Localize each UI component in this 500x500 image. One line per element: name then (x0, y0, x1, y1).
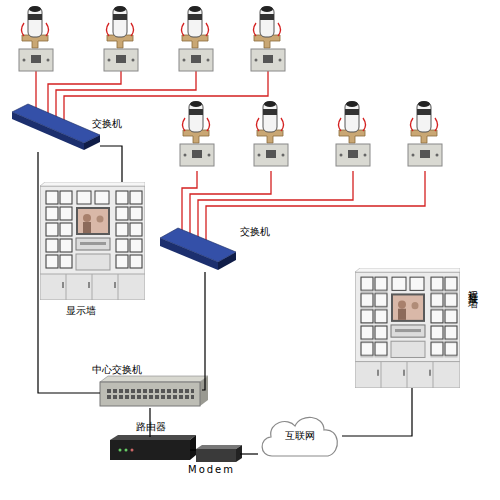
device-label: 交换机 (240, 226, 270, 238)
device-label: 中心交换机 (92, 364, 142, 376)
display-wall: 显示墙 (40, 182, 145, 300)
device-label: 交换机 (92, 118, 122, 130)
ip-camera (254, 101, 288, 166)
core-switch: 中心交换机 (100, 382, 202, 408)
ip-camera (180, 101, 214, 166)
camera-cable (64, 71, 268, 124)
core-switch-side (200, 376, 208, 406)
router: 路由器 (110, 437, 190, 460)
device-label: 互联网 (258, 430, 342, 442)
modem-top (196, 445, 242, 449)
internet-cloud: 互联网 (258, 412, 342, 460)
device-label: 远程显示墙 (466, 282, 478, 292)
device-label: 路由器 (136, 421, 166, 433)
network-cable (342, 388, 412, 436)
modem-front (196, 449, 236, 462)
router-side (190, 435, 196, 460)
switch-top (160, 228, 236, 262)
router-led (119, 449, 122, 452)
modem: Modem (196, 446, 240, 462)
modem-side (236, 445, 242, 462)
network-cable (100, 146, 122, 182)
core-switch-front (100, 382, 200, 406)
device-label: 显示墙 (66, 305, 96, 317)
network-cable (240, 453, 258, 454)
network-cable (149, 408, 150, 437)
network-cable (190, 449, 196, 450)
ip-camera (104, 6, 138, 71)
network-switch: 交换机 (10, 100, 100, 152)
ip-camera (336, 101, 370, 166)
ip-camera (251, 6, 285, 71)
device-label: Modem (188, 464, 235, 476)
router-front (110, 440, 190, 460)
display-wall-cabinet (40, 182, 145, 300)
router-top (110, 435, 196, 440)
camera-cable (206, 171, 425, 247)
network-cable (38, 152, 100, 393)
switch-top (12, 104, 100, 143)
camera-cable (198, 171, 353, 244)
ip-camera (19, 6, 53, 71)
ip-camera (179, 6, 213, 71)
core-switch-ports (106, 388, 194, 400)
display-wall-cabinet (355, 268, 460, 388)
network-switch: 交换机 (160, 218, 238, 272)
remote-display-wall: 远程显示墙 (355, 268, 460, 388)
ip-camera (408, 101, 442, 166)
core-switch-top (100, 376, 208, 382)
router-led (131, 449, 134, 452)
network-cable (202, 272, 205, 390)
router-led (125, 449, 128, 452)
